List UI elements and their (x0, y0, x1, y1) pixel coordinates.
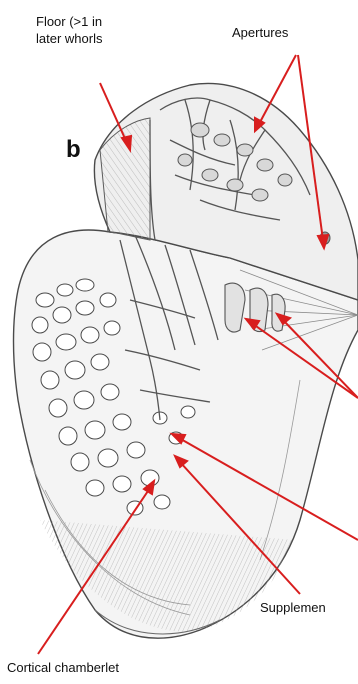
label-supplemental: Supplemen (260, 599, 326, 616)
label-floor: Floor (>1 in later whorls (36, 13, 102, 47)
label-apertures: Apertures (232, 24, 288, 41)
panel-letter: b (66, 136, 81, 164)
label-cortical-chamberlet: Cortical chamberlet (7, 659, 119, 676)
